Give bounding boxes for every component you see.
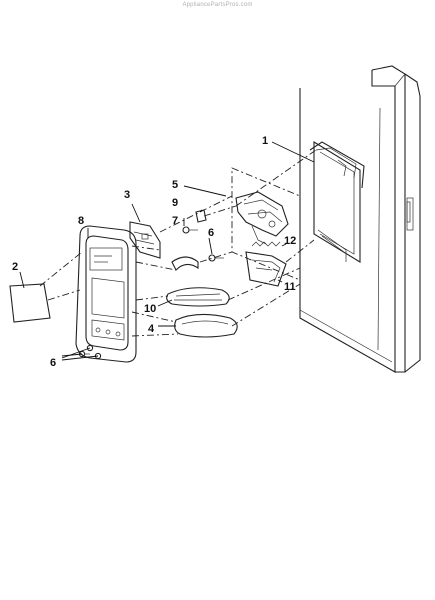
part-4-drip-tray [174, 313, 238, 338]
callout-8: 8 [78, 215, 84, 227]
callout-9: 9 [172, 197, 178, 209]
callout-5: 5 [172, 179, 178, 191]
callout-10: 10 [144, 303, 156, 315]
watermark-text: AppliancePartsPros.com [182, 2, 253, 8]
part-8-front-frame [75, 225, 137, 363]
part-7-deflector [171, 256, 199, 271]
callout-1: 1 [262, 135, 268, 147]
callout-4: 4 [148, 323, 155, 335]
callout-12: 12 [284, 235, 296, 247]
callout-7: 7 [172, 215, 178, 227]
part-1-housing-frame [309, 141, 365, 189]
part-5-actuator-assembly [235, 191, 289, 245]
explosion-lines [39, 149, 317, 337]
callout-6b: 6 [50, 357, 56, 369]
part-11-paddle [245, 251, 287, 287]
part-12-spring [251, 241, 281, 247]
mounting-outline [231, 167, 301, 281]
part-6-screws-upper [182, 226, 224, 262]
callout-3: 3 [124, 189, 130, 201]
leader-lines [19, 141, 315, 361]
part-2-overlay [9, 283, 51, 323]
callout-6a: 6 [208, 227, 214, 239]
callout-2: 2 [12, 261, 18, 273]
part-3-bracket [129, 221, 161, 259]
part-10-grille [166, 287, 230, 307]
refrigerator-door [299, 65, 421, 373]
callouts: 1 2 3 4 5 6 6 7 8 9 10 11 12 [12, 135, 296, 369]
callout-11: 11 [284, 281, 296, 293]
